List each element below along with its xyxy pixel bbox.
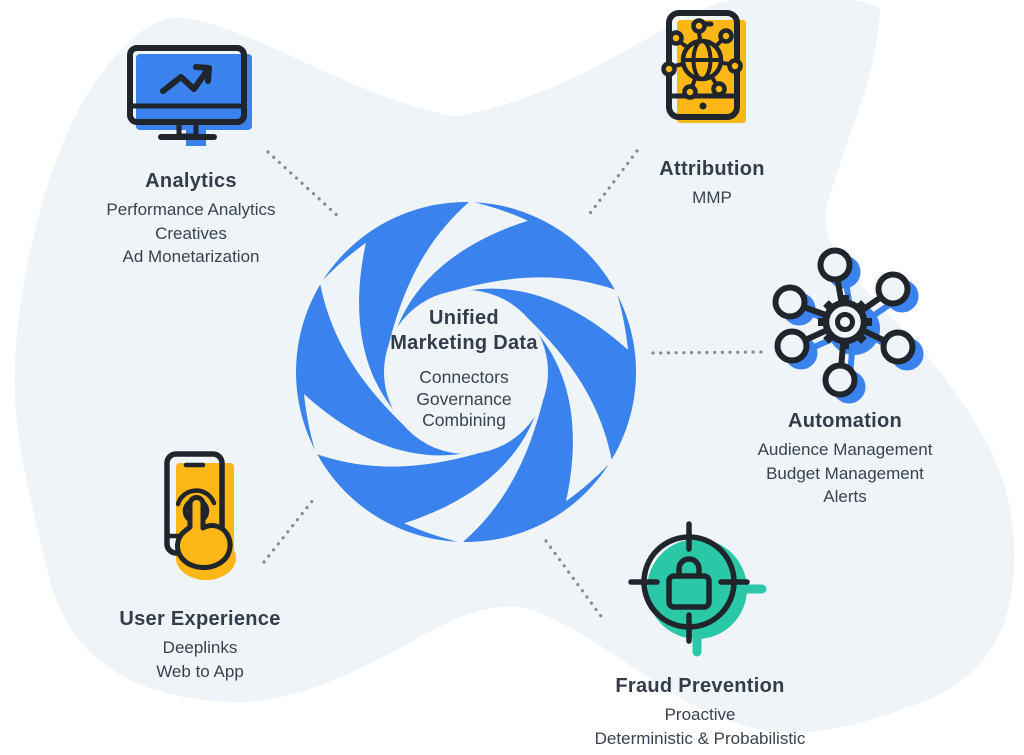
node-title: Automation bbox=[787, 410, 903, 432]
target-lock-icon bbox=[628, 521, 767, 657]
node-subitem: Performance Analytics bbox=[106, 200, 276, 219]
node-user-experience: User Experience Deeplinks Web to App bbox=[119, 608, 280, 683]
node-title: Analytics bbox=[145, 170, 237, 192]
node-items: Audience Management Budget Management Al… bbox=[758, 438, 933, 509]
center-item: Connectors bbox=[419, 367, 509, 387]
connector-fraud-prevention bbox=[544, 539, 605, 621]
node-items: Proactive Deterministic & Probabilistic bbox=[595, 703, 806, 750]
phone-tap-icon bbox=[164, 451, 236, 580]
node-title: Attribution bbox=[659, 158, 765, 180]
node-title: Fraud Prevention bbox=[615, 675, 785, 697]
center-label: Unified Marketing Data Connectors Govern… bbox=[390, 306, 538, 432]
vortex-logo bbox=[296, 184, 636, 560]
center-item: Combining bbox=[422, 410, 506, 430]
node-items: MMP bbox=[659, 186, 765, 210]
node-subitem: Deeplinks bbox=[162, 638, 238, 657]
node-subitem: Ad Monetarization bbox=[122, 247, 260, 266]
center-title: Unified Marketing Data bbox=[390, 306, 538, 356]
node-fraud-prevention: Fraud Prevention Proactive Deterministic… bbox=[595, 675, 806, 750]
node-analytics: Analytics Performance Analytics Creative… bbox=[106, 170, 275, 269]
monitor-chart-icon bbox=[127, 45, 252, 146]
node-subitem: MMP bbox=[692, 188, 732, 207]
node-subitem: Deterministic & Probabilistic bbox=[594, 728, 806, 748]
node-subitem: Web to App bbox=[156, 661, 244, 681]
node-automation: Automation Audience Management Budget Ma… bbox=[758, 410, 933, 509]
node-subitem: Alerts bbox=[823, 487, 867, 506]
center-items: Connectors Governance Combining bbox=[390, 367, 538, 432]
dotted-connectors bbox=[262, 149, 764, 621]
node-attribution: Attribution MMP bbox=[659, 158, 765, 210]
connector-attribution bbox=[586, 149, 639, 218]
connector-analytics bbox=[266, 150, 343, 221]
center-title-line2: Marketing Data bbox=[390, 332, 538, 354]
connector-user-experience bbox=[262, 498, 315, 564]
connector-automation bbox=[651, 350, 764, 355]
node-subitem: Audience Management bbox=[757, 440, 933, 459]
center-item: Governance bbox=[416, 388, 512, 409]
center-title-line1: Unified bbox=[429, 307, 499, 329]
node-subitem: Creatives bbox=[155, 223, 227, 243]
phone-network-icon bbox=[661, 10, 746, 123]
node-items: Performance Analytics Creatives Ad Monet… bbox=[106, 198, 275, 269]
node-items: Deeplinks Web to App bbox=[119, 636, 280, 683]
node-title: User Experience bbox=[119, 608, 281, 630]
network-gear-icon bbox=[772, 247, 924, 404]
node-subitem: Budget Management bbox=[766, 463, 924, 483]
node-subitem: Proactive bbox=[664, 705, 736, 724]
